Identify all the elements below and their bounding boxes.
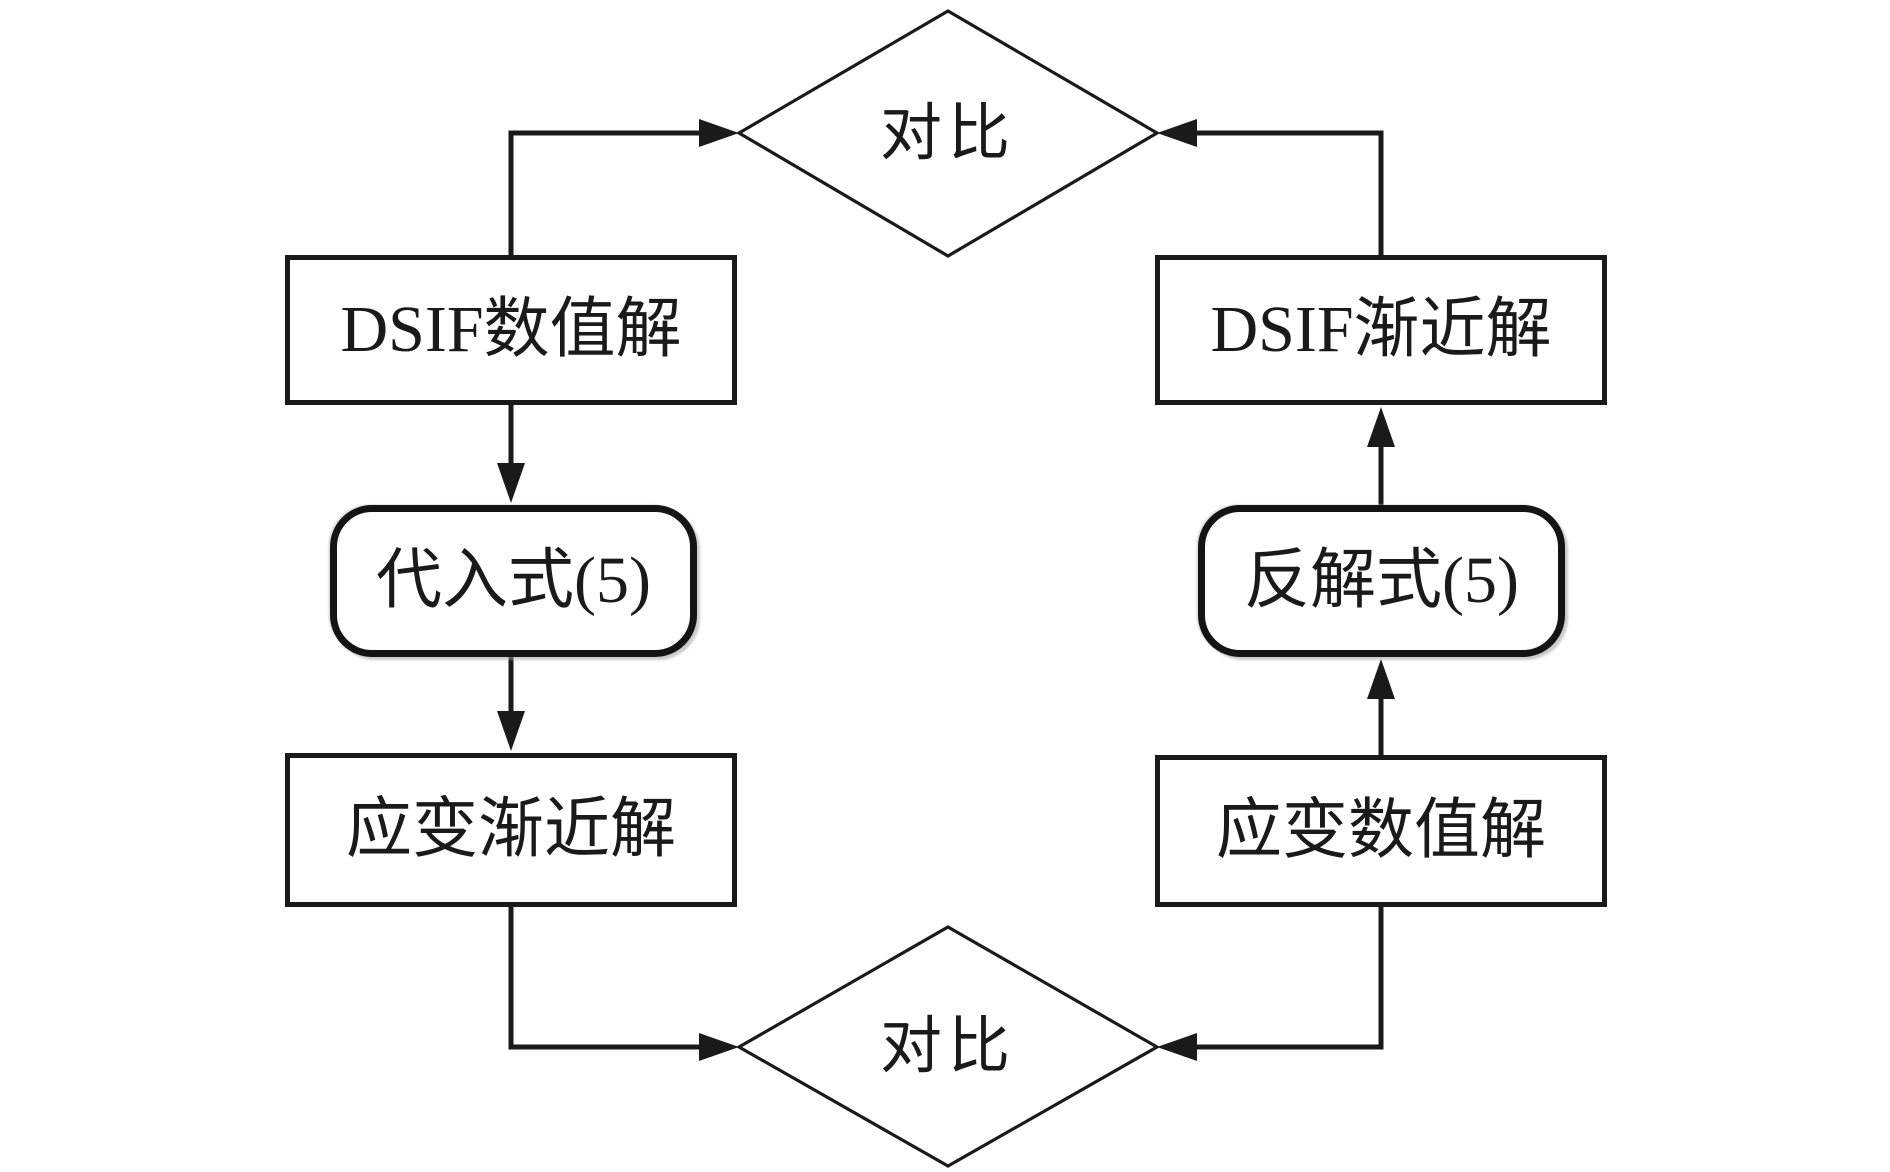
arrowhead-down-icon <box>497 711 525 751</box>
top-compare-diamond-shape <box>735 9 1161 258</box>
bottom-compare-diamond-shape <box>735 925 1161 1168</box>
arrowhead-up-icon <box>1367 407 1395 447</box>
connector-strain-numerical-to-bottom-compare <box>1195 907 1384 1050</box>
arrowhead-right-icon <box>699 119 739 147</box>
node-strain-asymptotic-label: 应变渐近解 <box>346 793 676 866</box>
node-dsif-asymptotic-label: DSIF渐近解 <box>1210 293 1552 366</box>
arrowhead-right-icon <box>699 1033 739 1061</box>
arrowhead-left-icon <box>1157 1033 1197 1061</box>
connector-strain-asymptotic-to-bottom-compare <box>508 907 701 1050</box>
arrowhead-left-icon <box>1157 119 1197 147</box>
connector-dsif-asymptotic-to-top-compare <box>1195 130 1384 255</box>
arrowhead-up-icon <box>1367 659 1395 699</box>
node-inverse-eq5-label: 反解式(5) <box>1244 544 1519 617</box>
node-dsif-asymptotic-solution: DSIF渐近解 <box>1155 255 1607 405</box>
node-strain-numerical-label: 应变数值解 <box>1216 794 1546 867</box>
node-substitute-eq5: 代入式(5) <box>330 505 697 657</box>
node-inverse-eq5: 反解式(5) <box>1198 505 1565 657</box>
node-dsif-numerical-solution: DSIF数值解 <box>285 255 737 405</box>
node-substitute-eq5-label: 代入式(5) <box>376 544 651 617</box>
node-strain-asymptotic-solution: 应变渐近解 <box>285 753 737 907</box>
node-strain-numerical-solution: 应变数值解 <box>1155 755 1607 907</box>
node-dsif-numerical-label: DSIF数值解 <box>340 293 682 366</box>
arrowhead-down-icon <box>497 463 525 503</box>
connector-dsif-numerical-to-top-compare <box>508 130 701 255</box>
